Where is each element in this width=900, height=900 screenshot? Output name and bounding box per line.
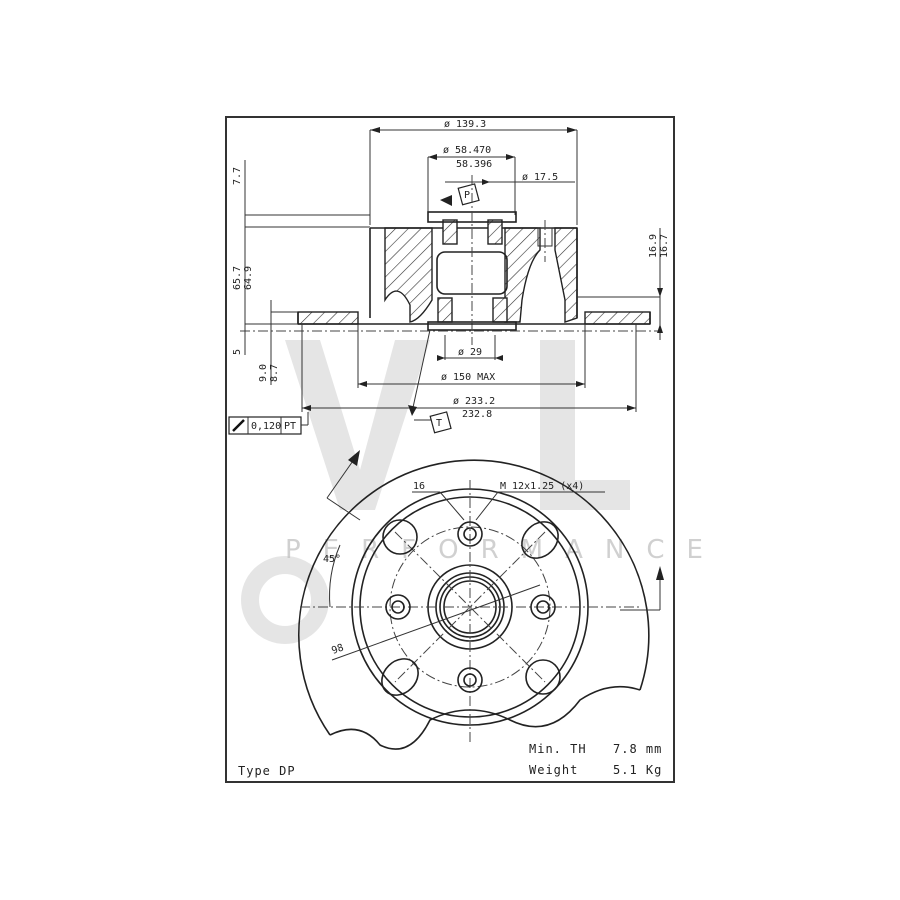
dim-stud-hole: ø 17.5 <box>522 172 558 183</box>
dim-right-height-min: 16.7 <box>659 234 670 258</box>
weight-label: Weight <box>529 763 578 777</box>
dim-bore-max: ø 58.470 <box>443 145 491 156</box>
type-label: Type DP <box>238 764 296 778</box>
datum-p-label: P <box>464 190 470 201</box>
dim-right-height-max: 16.9 <box>648 234 659 258</box>
dim-disc-diameter-max: ø 233.2 <box>453 396 495 407</box>
min-thickness-value: 7.8 mm <box>613 742 662 756</box>
runout-icon <box>232 419 245 432</box>
dim-bore-min: 58.396 <box>456 159 492 170</box>
dim-thickness-min: 8.7 <box>269 364 280 382</box>
dim-hole-16: 16 <box>413 481 425 492</box>
pitch-circle-label: 98 <box>330 642 345 656</box>
watermark: PERFORMANCE <box>241 340 725 644</box>
angle-label: 45° <box>323 554 341 565</box>
thread-spec: M 12x1.25 (x4) <box>500 481 584 492</box>
dim-hub-diameter: ø 139.3 <box>444 119 486 130</box>
tolerance-value: 0,120 <box>251 421 281 432</box>
weight-value: 5.1 Kg <box>613 763 662 777</box>
dim-thickness-max: 9.0 <box>258 364 269 382</box>
drawing-frame <box>225 116 675 783</box>
tolerance-frame: 0,120 PT <box>228 412 309 435</box>
dim-friction-diameter: ø 150 MAX <box>441 372 495 383</box>
watermark-text: PERFORMANCE <box>285 535 725 565</box>
datum-p-box <box>457 183 480 206</box>
section-view: ø 139.3 ø 58.470 58.396 ø 17.5 P <box>232 119 670 434</box>
datum-t-label: T <box>436 418 442 429</box>
min-thickness-label: Min. TH <box>529 742 587 756</box>
dim-inner-diameter: ø 29 <box>458 347 482 358</box>
dim-disc-diameter-min: 232.8 <box>462 409 492 420</box>
specs-block: Min. TH 7.8 mm Weight 5.1 Kg <box>529 742 662 777</box>
dim-height-min: 64.9 <box>243 266 254 290</box>
dim-flange-offset: 5 <box>232 349 243 355</box>
dim-height-max: 65.7 <box>232 266 243 290</box>
front-view: 16 M 12x1.25 (x4) 45° 98 <box>298 450 664 750</box>
datum-t-box <box>429 411 452 434</box>
tolerance-datum: PT <box>284 421 296 432</box>
dim-top-offset: 7.7 <box>232 167 243 185</box>
